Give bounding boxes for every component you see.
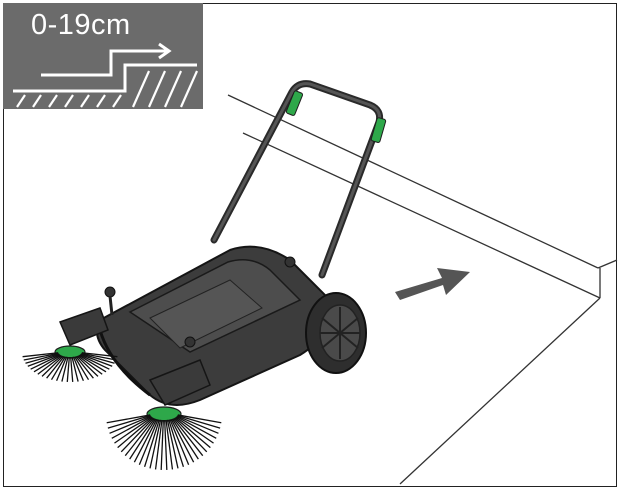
curb-lines — [227, 94, 618, 485]
height-badge: 0-19cm — [3, 3, 203, 109]
handle-grip-left — [285, 90, 304, 116]
handle-grip-right — [370, 117, 387, 143]
step-height-icon — [13, 42, 199, 108]
sweeper-wheel — [305, 292, 367, 374]
direction-arrow-icon — [395, 268, 470, 300]
side-brush-right — [106, 406, 222, 470]
image-frame — [3, 3, 617, 487]
sweeper-handle — [210, 80, 384, 279]
side-brush-left — [22, 345, 118, 383]
height-badge-label: 0-19cm — [31, 9, 131, 41]
sweeper-body — [58, 245, 333, 406]
